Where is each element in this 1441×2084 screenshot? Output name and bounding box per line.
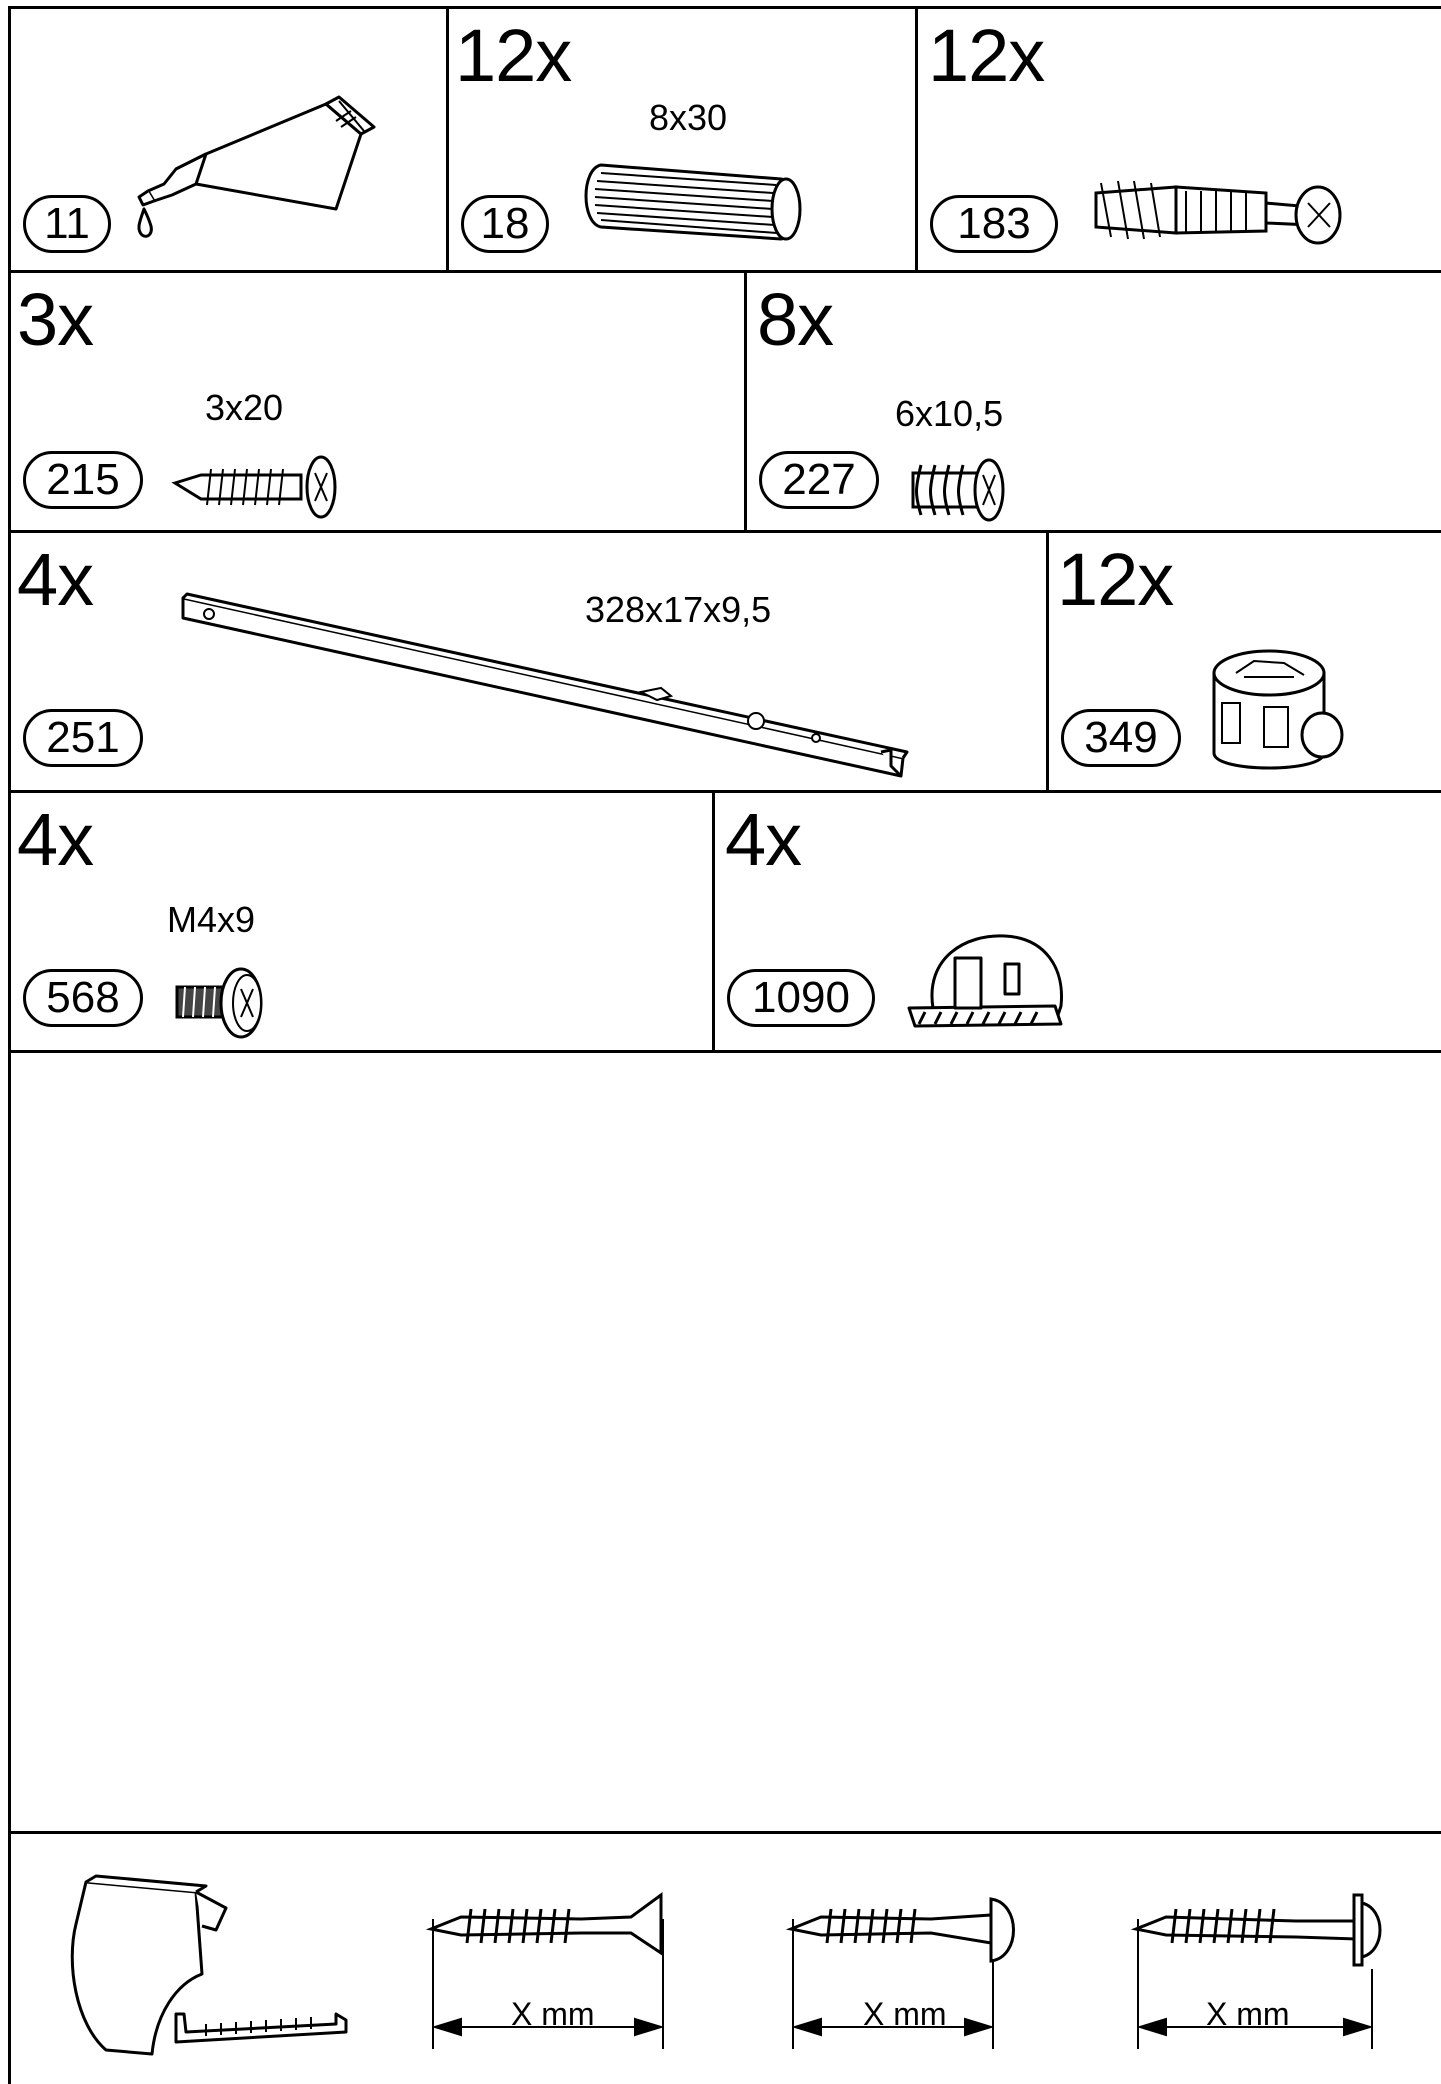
row-divider-3 bbox=[8, 790, 1441, 793]
quantity-label: 8x bbox=[757, 278, 834, 361]
dimension-label: M4x9 bbox=[167, 899, 256, 940]
shelf-support-icon bbox=[907, 934, 1063, 1028]
row-divider-5 bbox=[8, 1831, 1441, 1834]
dimension-label: 8x30 bbox=[649, 97, 728, 138]
col-divider-r3 bbox=[1046, 530, 1049, 793]
part-ref-badge: 227 bbox=[759, 451, 879, 509]
quantity-label: 12x bbox=[1057, 538, 1174, 621]
part-cell-215: 3x 3x20 215 bbox=[11, 273, 744, 530]
quantity-label: 12x bbox=[928, 14, 1045, 97]
part-cell-349: 12x 349 bbox=[1049, 533, 1441, 790]
row-divider-4 bbox=[8, 1050, 1441, 1053]
col-divider-r2 bbox=[744, 270, 747, 533]
screw-length-label: X mm bbox=[511, 1996, 595, 2032]
part-ref-badge: 1090 bbox=[727, 969, 875, 1027]
part-ref-badge: 568 bbox=[23, 969, 143, 1027]
border-top bbox=[8, 6, 1441, 9]
part-cell-568: 4x M4x9 568 bbox=[11, 793, 712, 1050]
wooden-dowel-icon bbox=[584, 163, 802, 241]
part-cell-18: 12x 8x30 18 bbox=[449, 9, 915, 270]
screw-length-label: X mm bbox=[1206, 1996, 1290, 2032]
connector-bolt-icon bbox=[1094, 180, 1342, 245]
col-divider-r1b bbox=[915, 6, 918, 273]
border-left bbox=[8, 6, 11, 2084]
part-ref-badge: 183 bbox=[930, 195, 1058, 253]
footer-panel: X mm X mm bbox=[11, 1834, 1441, 2084]
wood-screw-icon bbox=[171, 455, 337, 519]
quantity-label: 4x bbox=[17, 798, 94, 881]
euro-screw-icon bbox=[911, 458, 1005, 522]
part-cell-251: 4x 328x17x9,5 251 bbox=[11, 533, 1046, 790]
col-divider-r4 bbox=[712, 790, 715, 1053]
washer-head-screw-icon bbox=[1130, 1893, 1382, 2049]
part-ref-badge: 18 bbox=[461, 195, 549, 253]
part-ref-badge: 11 bbox=[23, 195, 111, 253]
dimension-label: 3x20 bbox=[205, 387, 284, 428]
dimension-label: 6x10,5 bbox=[895, 393, 1004, 434]
quantity-label: 4x bbox=[17, 538, 94, 621]
empty-panel bbox=[11, 1053, 1441, 1831]
screw-length-label: X mm bbox=[863, 1996, 947, 2032]
glue-tube-icon bbox=[137, 95, 376, 238]
quantity-label: 4x bbox=[725, 798, 802, 881]
part-cell-1090: 4x 1090 bbox=[715, 793, 1441, 1050]
quantity-label: 12x bbox=[455, 14, 572, 97]
raised-head-screw-icon bbox=[785, 1897, 1015, 2049]
dimension-label: 328x17x9,5 bbox=[585, 589, 772, 630]
part-cell-227: 8x 6x10,5 227 bbox=[747, 273, 1441, 530]
row-divider-2 bbox=[8, 530, 1441, 533]
metal-rail-icon bbox=[181, 592, 909, 778]
part-cell-11: 11 bbox=[11, 9, 446, 270]
cam-lock-icon bbox=[1212, 649, 1344, 770]
countersunk-screw-icon bbox=[425, 1892, 665, 2049]
col-divider-r1a bbox=[446, 6, 449, 273]
wall-bracket-icon bbox=[70, 1874, 348, 2056]
part-ref-badge: 251 bbox=[23, 709, 143, 767]
row-divider-1 bbox=[8, 270, 1441, 273]
quantity-label: 3x bbox=[17, 278, 94, 361]
part-cell-183: 12x 183 bbox=[918, 9, 1441, 270]
part-ref-badge: 349 bbox=[1061, 709, 1181, 767]
part-ref-badge: 215 bbox=[23, 451, 143, 509]
machine-screw-icon bbox=[175, 967, 263, 1039]
